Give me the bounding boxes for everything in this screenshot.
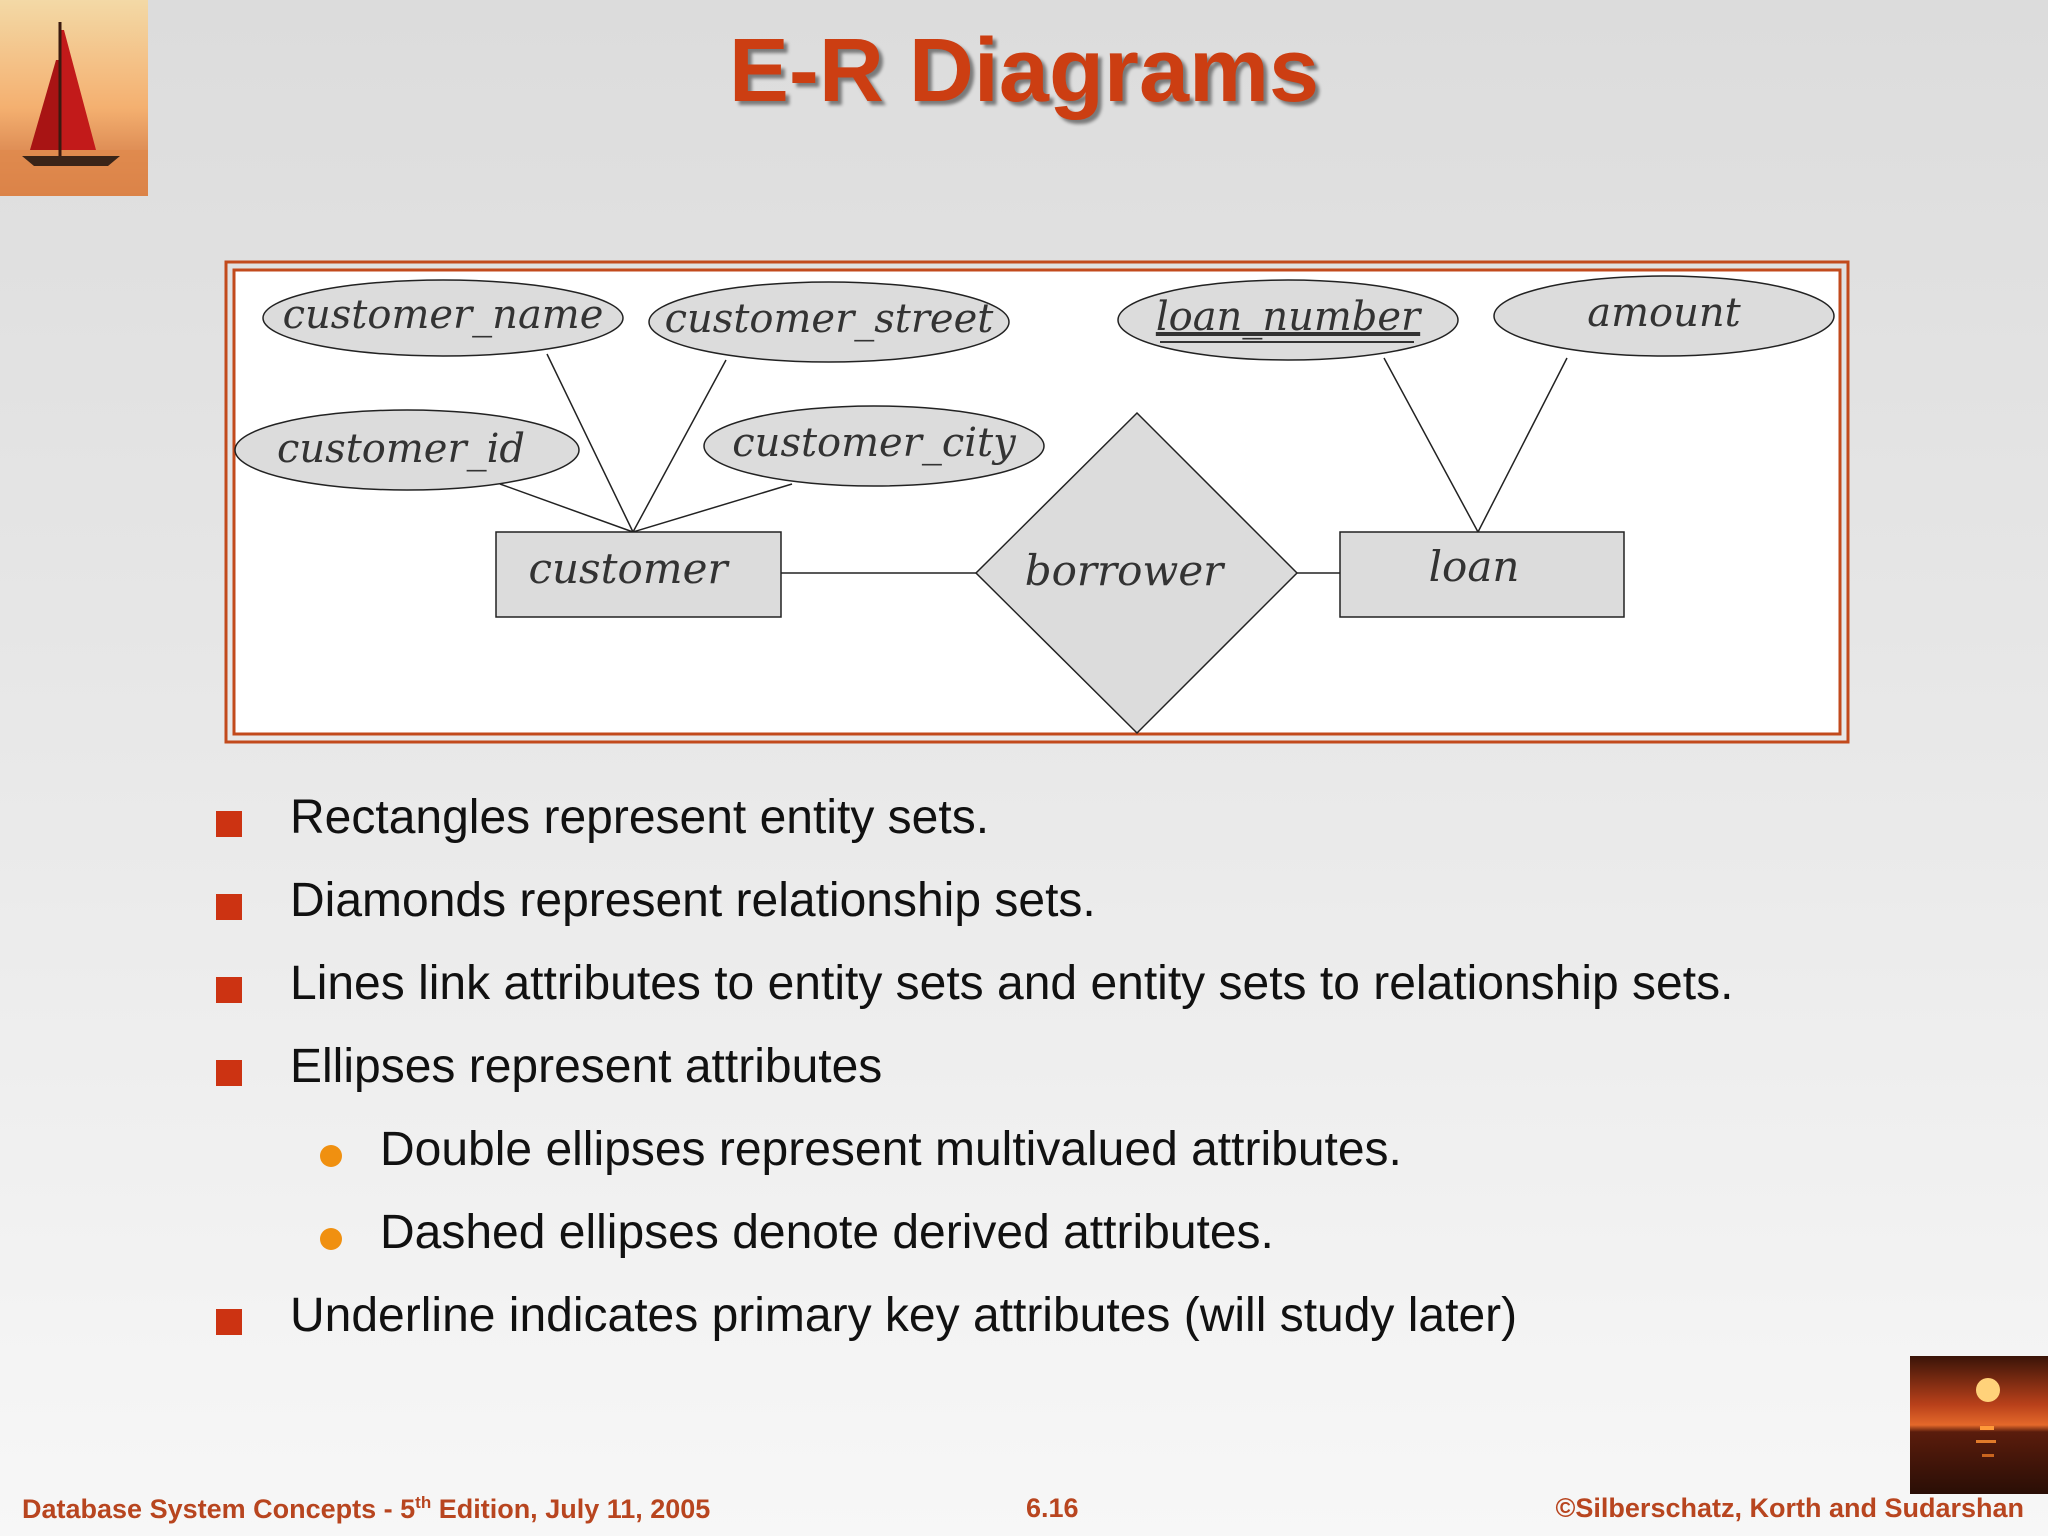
footer-edition-date: Edition, July 11, 2005 <box>431 1494 711 1524</box>
footer-edition-sup: th <box>415 1493 432 1512</box>
svg-text:customer_id: customer_id <box>277 426 525 472</box>
svg-text:customer_name: customer_name <box>283 292 604 338</box>
relationship-borrower: borrower <box>974 411 1299 735</box>
bullet-text: Dashed ellipses denote derived attribute… <box>380 1206 1274 1259</box>
diagram-frame-outer <box>224 260 1850 744</box>
footer-page-number: 6.16 <box>1026 1493 1079 1523</box>
entity-loan: loan <box>1339 531 1625 618</box>
sub-bullet-item: Double ellipses represent multivalued at… <box>320 1122 1402 1177</box>
bullet-text: Double ellipses represent multivalued at… <box>380 1123 1402 1176</box>
sub-bullet-item: Dashed ellipses denote derived attribute… <box>320 1205 1274 1260</box>
svg-text:customer: customer <box>528 544 730 593</box>
entity-customer: customer <box>495 531 782 618</box>
svg-text:customer_city: customer_city <box>732 420 1017 466</box>
sunset-photo <box>1910 1356 2048 1494</box>
svg-text:amount: amount <box>1587 290 1741 336</box>
attribute-customer-name: customer_name <box>262 279 624 357</box>
bullet-text: Diamonds represent relationship sets. <box>290 874 1096 927</box>
square-bullet-icon <box>216 894 242 920</box>
bullet-text: Underline indicates primary key attribut… <box>290 1289 1518 1342</box>
square-bullet-icon <box>216 1309 242 1335</box>
er-diagram: customer_name customer_street customer_i… <box>224 260 1850 744</box>
bullet-item: Lines link attributes to entity sets and… <box>216 956 1734 1011</box>
svg-text:loan: loan <box>1429 542 1520 591</box>
connector-lines <box>499 353 1568 574</box>
footer-course-title: Database System Concepts - 5 <box>22 1494 416 1524</box>
sailboat-logo <box>0 0 148 196</box>
dot-bullet-icon <box>320 1145 342 1167</box>
attribute-customer-id: customer_id <box>234 409 580 491</box>
square-bullet-icon <box>216 1060 242 1086</box>
attribute-customer-city: customer_city <box>703 405 1045 487</box>
slide-title: E-R Diagrams <box>728 21 1320 121</box>
bullet-item: Ellipses represent attributes <box>216 1039 883 1094</box>
bullet-text: Lines link attributes to entity sets and… <box>290 957 1734 1010</box>
square-bullet-icon <box>216 977 242 1003</box>
svg-text:borrower: borrower <box>1025 546 1226 595</box>
svg-text:loan_number: loan_number <box>1156 294 1423 340</box>
bullet-item: Rectangles represent entity sets. <box>216 790 990 845</box>
attribute-loan-number: loan_number <box>1117 279 1459 361</box>
attribute-customer-street: customer_street <box>648 281 1010 363</box>
bullet-item: Diamonds represent relationship sets. <box>216 873 1096 928</box>
bullet-text: Ellipses represent attributes <box>290 1040 883 1093</box>
dot-bullet-icon <box>320 1228 342 1250</box>
svg-text:customer_street: customer_street <box>665 296 995 342</box>
bullet-text: Rectangles represent entity sets. <box>290 791 990 844</box>
footer-copyright: ©Silberschatz, Korth and Sudarshan <box>1555 1493 2024 1523</box>
bullet-item: Underline indicates primary key attribut… <box>216 1288 1518 1343</box>
square-bullet-icon <box>216 811 242 837</box>
attribute-amount: amount <box>1493 275 1835 357</box>
footer-course-info: Database System Concepts - 5th Edition, … <box>22 1493 710 1525</box>
